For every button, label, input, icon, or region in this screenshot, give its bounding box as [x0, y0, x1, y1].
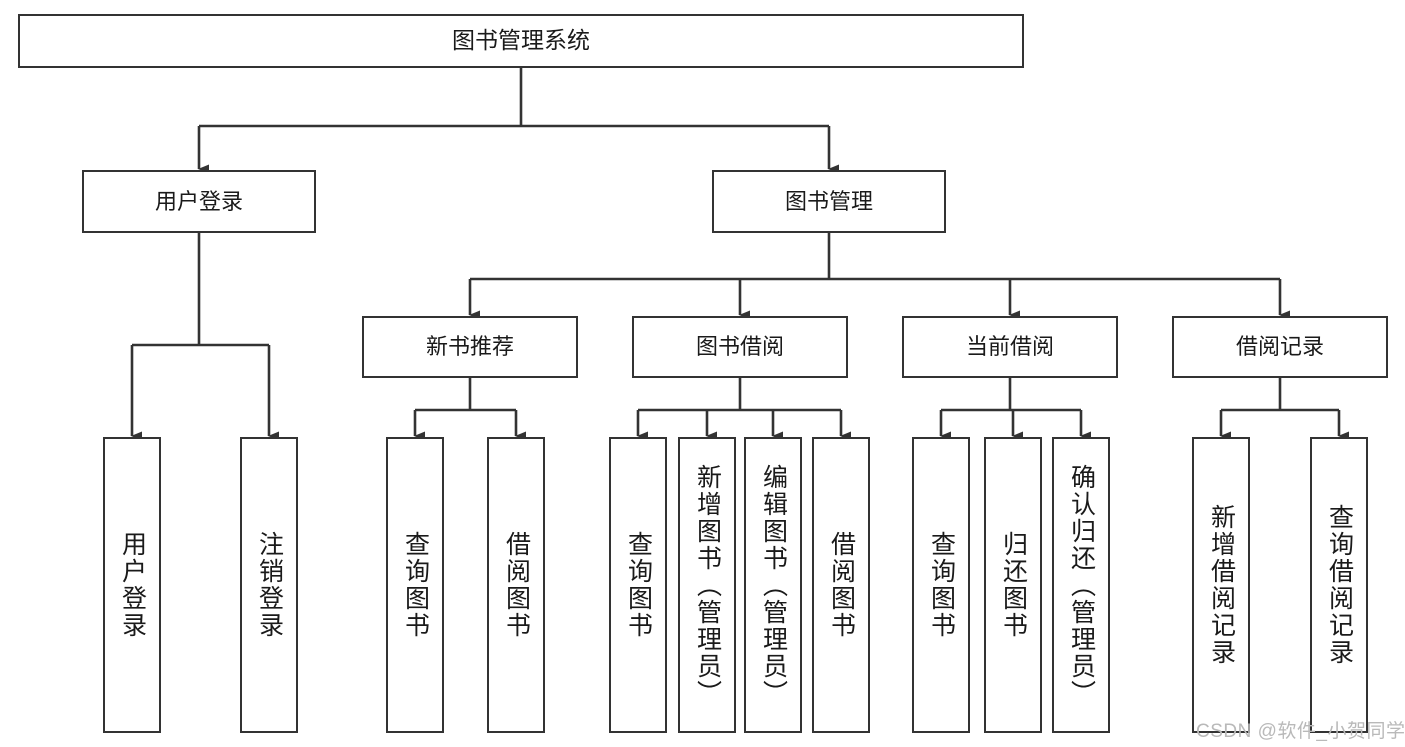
node-leaf-borrow-book-a: 借阅图书: [487, 437, 545, 733]
node-leaf-edit-book: 编辑图书（管理员）: [744, 437, 802, 733]
node-leaf-user-login: 用户登录: [103, 437, 161, 733]
node-current-borrow: 当前借阅: [902, 316, 1118, 378]
node-label: 查询图书: [624, 531, 653, 639]
node-leaf-query-book-b: 查询图书: [609, 437, 667, 733]
node-label: 新增借阅记录: [1207, 504, 1236, 666]
node-label: 图书借阅: [695, 334, 784, 360]
node-label: 借阅记录: [1235, 334, 1324, 360]
node-leaf-add-record: 新增借阅记录: [1192, 437, 1250, 733]
node-leaf-borrow-book-b: 借阅图书: [812, 437, 870, 733]
node-label: 图书管理: [784, 188, 873, 214]
node-user-login: 用户登录: [82, 170, 316, 233]
node-label: 确认归还（管理员）: [1067, 463, 1096, 707]
node-leaf-return-book: 归还图书: [984, 437, 1042, 733]
connector-lines: [130, 68, 1349, 441]
node-label: 新书推荐: [425, 334, 514, 360]
node-book-manage: 图书管理: [712, 170, 946, 233]
node-label: 归还图书: [999, 531, 1028, 639]
node-leaf-query-book-a: 查询图书: [386, 437, 444, 733]
node-leaf-query-record: 查询借阅记录: [1310, 437, 1368, 733]
node-book-borrow: 图书借阅: [632, 316, 848, 378]
node-label: 用户登录: [154, 188, 243, 214]
node-borrow-record: 借阅记录: [1172, 316, 1388, 378]
node-label: 查询图书: [927, 531, 956, 639]
node-new-book-recommend: 新书推荐: [362, 316, 578, 378]
node-label: 用户登录: [118, 531, 147, 639]
node-label: 图书管理系统: [452, 27, 590, 54]
watermark-text: CSDN @软件_小贺同学: [1196, 721, 1405, 742]
node-label: 查询图书: [401, 531, 430, 639]
node-leaf-logout: 注销登录: [240, 437, 298, 733]
node-label: 新增图书（管理员）: [693, 463, 722, 707]
node-leaf-query-book-c: 查询图书: [912, 437, 970, 733]
node-label: 借阅图书: [827, 531, 856, 639]
node-label: 当前借阅: [965, 334, 1054, 360]
node-root: 图书管理系统: [18, 14, 1024, 68]
node-leaf-add-book: 新增图书（管理员）: [678, 437, 736, 733]
node-label: 查询借阅记录: [1325, 504, 1354, 666]
node-label: 注销登录: [255, 531, 284, 639]
node-label: 编辑图书（管理员）: [759, 463, 788, 707]
node-leaf-confirm-return: 确认归还（管理员）: [1052, 437, 1110, 733]
node-label: 借阅图书: [502, 531, 531, 639]
